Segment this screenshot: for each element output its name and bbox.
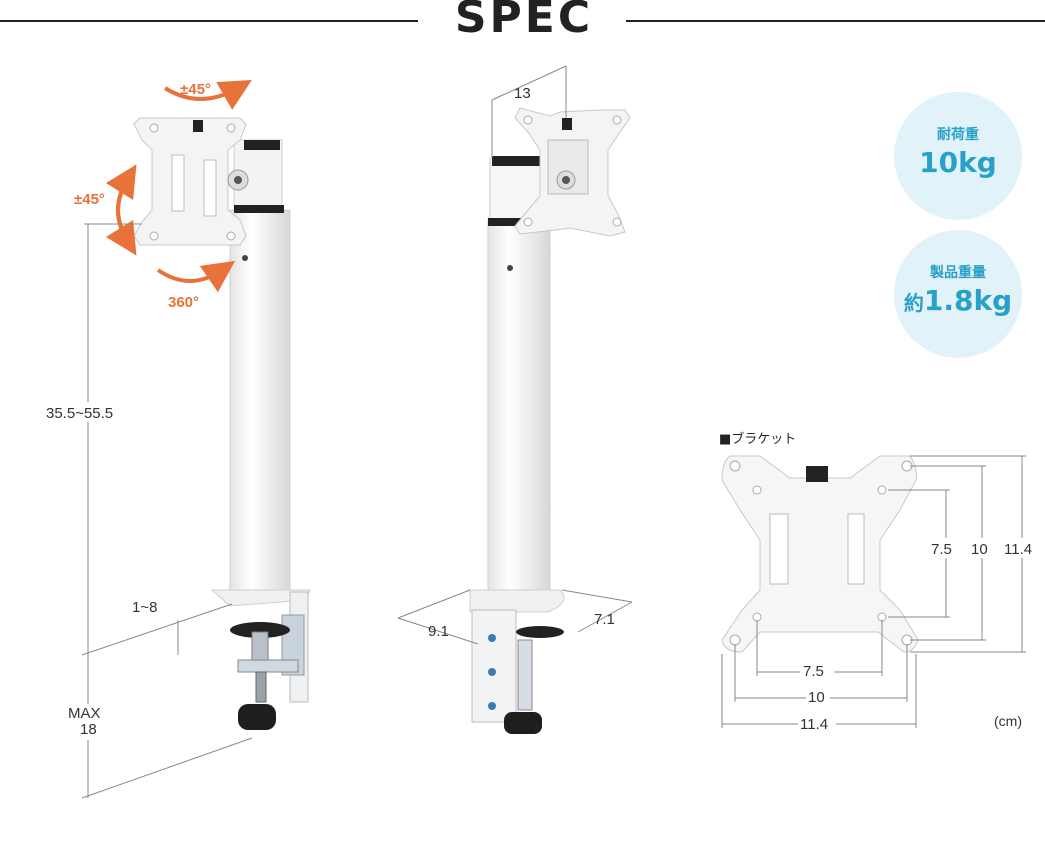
- title-rule-right: [626, 20, 1045, 22]
- desk-max-value: 18: [80, 721, 97, 738]
- bracket-view: 7.5 10 11.4 7.5 10 11.4: [721, 455, 1040, 733]
- clamp-range-dimension: 1~8: [132, 599, 157, 616]
- offset-dimension: 13: [514, 85, 531, 102]
- middle-arm-view: 13 9.1 7.1: [397, 65, 633, 734]
- bracket-outer-height: 11.4: [1004, 541, 1032, 558]
- height-dimension: 35.5~55.5: [46, 405, 113, 422]
- bracket-plate: [721, 455, 919, 653]
- product-weight-value: 1.8kg: [923, 284, 1013, 317]
- base-right-dimension: 7.1: [594, 611, 615, 628]
- load-capacity-label: 耐荷重: [937, 127, 979, 143]
- rotation-side-label: ±45°: [74, 191, 105, 208]
- bracket-outer-width: 11.4: [800, 716, 828, 733]
- unit-label: (cm): [994, 713, 1022, 729]
- bracket-inner-height: 7.5: [931, 541, 952, 558]
- bracket-inner-width: 7.5: [803, 663, 824, 680]
- left-pole: [229, 209, 291, 591]
- load-capacity-badge: 耐荷重 10kg: [894, 92, 1022, 220]
- bracket-mid-height: 10: [971, 541, 988, 558]
- rotation-bottom-label: 360°: [168, 294, 199, 311]
- bracket-title: ■ブラケット: [719, 432, 797, 447]
- middle-pole: [487, 217, 551, 591]
- page-title: SPEC: [454, 0, 594, 43]
- rotation-top-label: ±45°: [180, 81, 211, 98]
- product-weight-prefix: 約: [903, 291, 924, 315]
- left-arm-view: ±45° ±45° 360° 35.5~55.5 1~8 MAX 18: [44, 79, 311, 799]
- product-weight-label: 製品重量: [930, 265, 986, 281]
- title-rule-left: [0, 20, 418, 22]
- left-vesa-plate: [133, 117, 247, 246]
- base-left-dimension: 9.1: [428, 623, 449, 640]
- spec-header: SPEC: [0, 0, 1045, 50]
- product-weight-badge: 製品重量 約1.8kg: [894, 230, 1022, 358]
- load-capacity-value: 10kg: [919, 146, 997, 179]
- desk-max-label: MAX: [68, 705, 101, 722]
- bracket-mid-width: 10: [808, 689, 825, 706]
